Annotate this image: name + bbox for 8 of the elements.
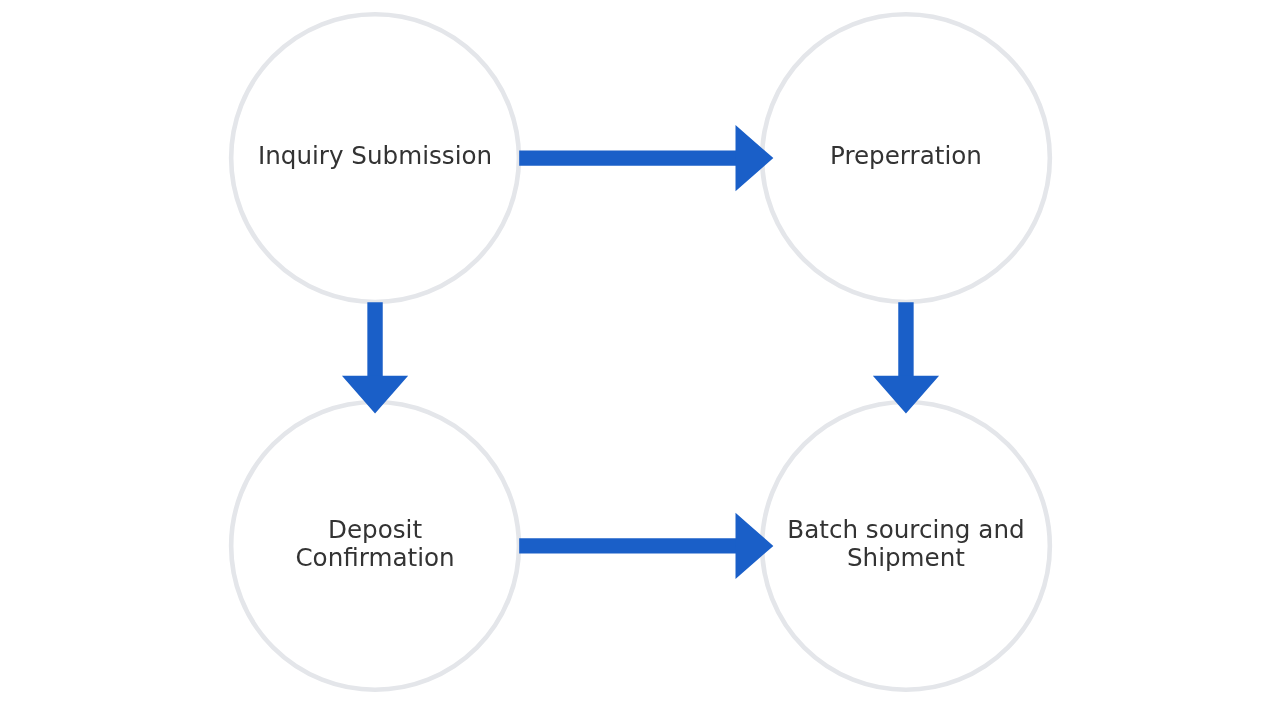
node-circle: Batch sourcing and Shipment: [759, 399, 1052, 693]
node-circle: Preperration: [759, 11, 1052, 305]
arrow: [341, 302, 408, 414]
arrow: [872, 302, 939, 414]
node-circle: Deposit Confirmation: [228, 399, 521, 693]
arrow: [518, 512, 773, 580]
arrow: [518, 124, 773, 192]
node-circle: Inquiry Submission: [228, 11, 521, 305]
